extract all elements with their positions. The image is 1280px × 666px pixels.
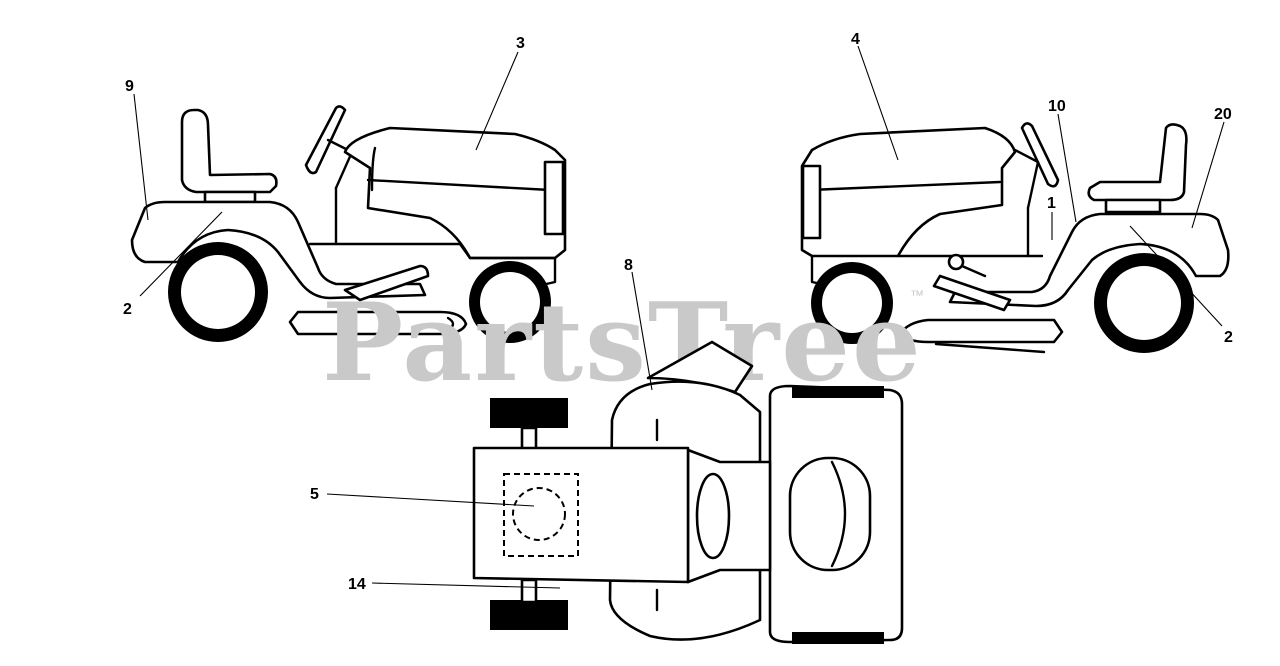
callout-8: 8 xyxy=(624,257,633,274)
grille-left xyxy=(543,160,565,236)
callout-2-right: 2 xyxy=(1224,329,1233,346)
tractor-top-view xyxy=(472,340,904,644)
watermark: PartsTree ™ xyxy=(322,280,924,406)
seat-post-left xyxy=(203,190,257,204)
callout-labels: 3 9 2 4 10 20 1 2 8 5 14 xyxy=(123,31,1233,593)
callout-10: 10 xyxy=(1048,98,1066,115)
leader-10 xyxy=(1057,113,1077,223)
hood-line-right xyxy=(808,180,1002,192)
steering-column-right xyxy=(1013,148,1040,210)
deck-skirt-right xyxy=(934,342,1046,354)
hood-top xyxy=(472,446,690,584)
mower-deck-right xyxy=(898,318,1064,344)
seat-contour-top xyxy=(830,460,847,568)
leader-5 xyxy=(326,493,535,507)
leader-2-right xyxy=(1129,225,1223,327)
hood-left xyxy=(343,126,567,260)
leader-lines xyxy=(133,45,1225,589)
leader-4 xyxy=(857,45,899,161)
rear-wheel-hub-left xyxy=(181,255,255,329)
grille-right xyxy=(801,164,822,240)
front-tire-top-upper xyxy=(490,398,568,428)
front-tire-top-lower xyxy=(490,600,568,630)
seat-post-right xyxy=(1104,198,1162,214)
leader-14 xyxy=(371,582,561,589)
tractor-left-side-view xyxy=(130,105,567,343)
front-wheel-hub-right xyxy=(822,273,882,333)
dash-edge-left xyxy=(370,146,377,192)
tractor-right-side-view xyxy=(800,122,1230,354)
callout-5: 5 xyxy=(310,486,319,503)
seat-top xyxy=(788,456,872,572)
rear-wheel-hub-right xyxy=(1107,266,1181,340)
rear-tire-top-lower xyxy=(792,632,884,644)
decal-dashed-square xyxy=(503,473,579,557)
seat-left xyxy=(180,108,278,194)
callout-14: 14 xyxy=(348,576,366,593)
hood-line-left xyxy=(366,178,552,192)
lever-knob-right xyxy=(947,253,965,271)
steering-wheel-left xyxy=(304,105,347,175)
leader-20 xyxy=(1191,121,1225,229)
steering-wheel-top xyxy=(695,472,731,560)
watermark-trademark: ™ xyxy=(910,287,924,303)
rear-fender-right xyxy=(948,212,1230,308)
watermark-text: PartsTree xyxy=(322,280,923,406)
callout-1: 1 xyxy=(1047,195,1056,212)
seat-right xyxy=(1087,123,1188,202)
leader-3 xyxy=(475,51,519,151)
lever-right xyxy=(960,264,987,278)
deck-chute-left xyxy=(446,316,455,332)
front-wheel-hub-left xyxy=(480,272,540,332)
steering-wheel-right xyxy=(1020,122,1060,188)
decal-dashed-circle xyxy=(512,487,566,541)
front-axle-lower xyxy=(520,578,538,604)
leader-2-left xyxy=(139,211,223,297)
callout-9: 9 xyxy=(125,78,134,95)
leader-9 xyxy=(133,93,149,221)
callout-2-left: 2 xyxy=(123,301,132,318)
leader-8 xyxy=(631,271,653,391)
pedal-left xyxy=(343,264,430,302)
frame-left xyxy=(308,242,557,292)
callout-20: 20 xyxy=(1214,106,1232,123)
rear-fender-left xyxy=(130,200,427,300)
rear-tire-top-upper xyxy=(792,386,884,398)
pedal-right xyxy=(932,274,1012,312)
mower-deck-left xyxy=(288,310,468,336)
callout-3: 3 xyxy=(516,35,525,52)
hood-right xyxy=(800,126,1017,258)
callout-4: 4 xyxy=(851,31,860,48)
